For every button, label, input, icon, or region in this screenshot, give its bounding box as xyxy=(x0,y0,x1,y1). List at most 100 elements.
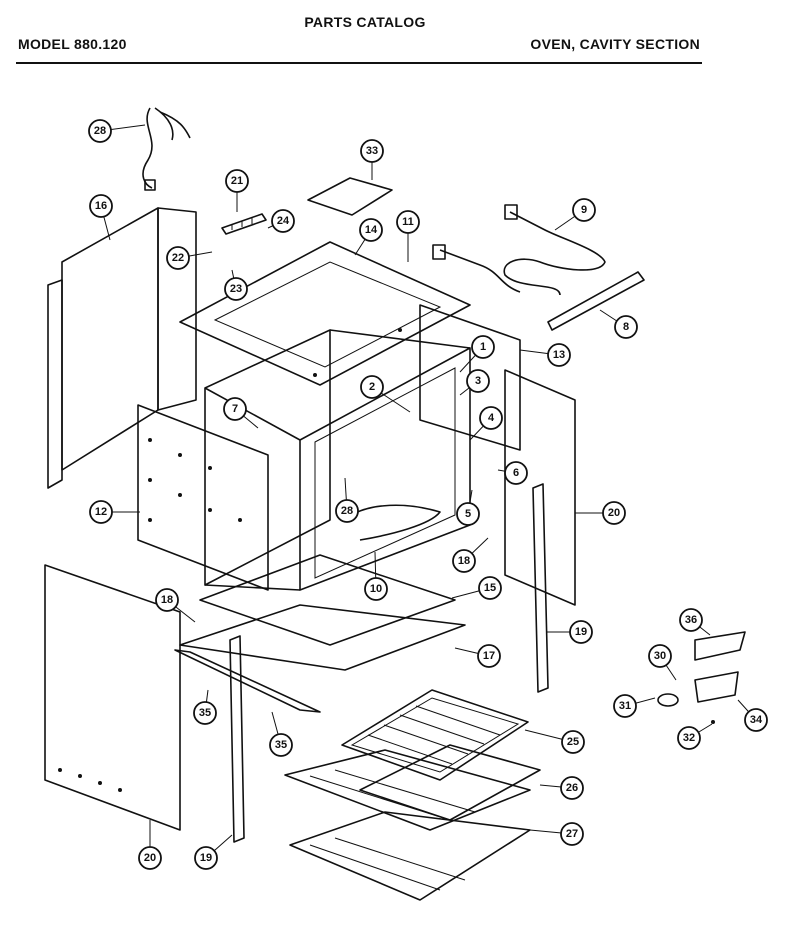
callout-label: 19 xyxy=(200,852,212,864)
callout-label: 16 xyxy=(95,200,107,212)
oven-bottom-panel xyxy=(199,554,456,646)
callout-c6: 6 xyxy=(504,461,528,485)
callout-circle xyxy=(560,822,584,846)
callout-circle xyxy=(155,588,179,612)
model-label: MODEL 880.120 xyxy=(18,36,127,52)
callout-label: 20 xyxy=(144,852,156,864)
section-label: OVEN, CAVITY SECTION xyxy=(530,36,700,52)
callout-circle xyxy=(560,776,584,800)
callout-label: 14 xyxy=(365,224,378,236)
callout-c34: 34 xyxy=(744,708,768,732)
bottom-support-panel xyxy=(179,604,466,671)
callout-c23: 23 xyxy=(224,277,248,301)
callout-label: 30 xyxy=(654,650,666,662)
callout-c18b: 18 xyxy=(155,588,179,612)
callout-circle xyxy=(396,210,420,234)
callout-label: 25 xyxy=(567,736,579,748)
callout-circle xyxy=(360,375,384,399)
callout-label: 13 xyxy=(553,349,565,361)
callout-circle xyxy=(89,500,113,524)
callout-circle xyxy=(561,730,585,754)
callout-circle xyxy=(138,846,162,870)
side-panel-lower xyxy=(44,564,181,831)
callout-circle xyxy=(744,708,768,732)
broiler-pan-grid xyxy=(341,689,529,781)
callout-label: 9 xyxy=(581,204,587,216)
header-divider xyxy=(16,62,702,64)
callout-c28a: 28 xyxy=(88,119,112,143)
callout-label: 18 xyxy=(161,594,173,606)
callout-circle xyxy=(547,343,571,367)
callout-c1: 1 xyxy=(471,335,495,359)
callout-label: 35 xyxy=(275,739,287,751)
callout-circle xyxy=(648,644,672,668)
callout-c2: 2 xyxy=(360,375,384,399)
callout-label: 12 xyxy=(95,506,107,518)
wiring-harness xyxy=(142,107,191,191)
callout-circle xyxy=(679,608,703,632)
callout-c25: 25 xyxy=(561,730,585,754)
callout-label: 1 xyxy=(480,341,486,353)
callout-label: 22 xyxy=(172,252,184,264)
callout-circle xyxy=(602,501,626,525)
callout-label: 27 xyxy=(566,828,578,840)
callout-label: 15 xyxy=(484,582,496,594)
callout-label: 5 xyxy=(465,508,471,520)
callout-c33: 33 xyxy=(360,139,384,163)
callout-c30: 30 xyxy=(648,644,672,668)
callout-c10: 10 xyxy=(364,577,388,601)
callout-c15: 15 xyxy=(478,576,502,600)
front-rail-left xyxy=(229,635,245,843)
callout-label: 18 xyxy=(458,555,470,567)
bake-element xyxy=(432,204,606,296)
callout-label: 26 xyxy=(566,782,578,794)
callout-c20b: 20 xyxy=(138,846,162,870)
callout-c7: 7 xyxy=(223,397,247,421)
callout-c22: 22 xyxy=(166,246,190,270)
callout-label: 24 xyxy=(277,215,290,227)
callout-label: 3 xyxy=(475,375,481,387)
callout-circle xyxy=(89,194,113,218)
callout-c19b: 19 xyxy=(194,846,218,870)
catalog-title: PARTS CATALOG xyxy=(304,14,426,30)
callout-circle xyxy=(478,576,502,600)
callout-label: 17 xyxy=(483,650,495,662)
callout-label: 11 xyxy=(402,216,414,228)
callout-c5: 5 xyxy=(456,502,480,526)
callout-label: 19 xyxy=(575,626,587,638)
callout-circle xyxy=(572,198,596,222)
callout-c35b: 35 xyxy=(269,733,293,757)
callout-label: 34 xyxy=(750,714,763,726)
callout-circle xyxy=(452,549,476,573)
callout-circle xyxy=(224,277,248,301)
callout-circle xyxy=(194,846,218,870)
callout-c27: 27 xyxy=(560,822,584,846)
callout-label: 20 xyxy=(608,507,620,519)
callout-c31: 31 xyxy=(613,694,637,718)
callout-c19a: 19 xyxy=(569,620,593,644)
terminal-block xyxy=(221,213,267,235)
callout-label: 2 xyxy=(369,381,375,393)
callout-circle xyxy=(364,577,388,601)
callout-c20a: 20 xyxy=(602,501,626,525)
callout-circle xyxy=(479,406,503,430)
bottom-trim xyxy=(174,649,321,713)
callout-circle xyxy=(359,218,383,242)
callout-c14: 14 xyxy=(359,218,383,242)
callout-label: 31 xyxy=(619,700,631,712)
callout-label: 7 xyxy=(232,403,238,415)
callout-circle xyxy=(504,461,528,485)
callout-c28b: 28 xyxy=(335,499,359,523)
callout-circle xyxy=(456,502,480,526)
oven-back-panel xyxy=(419,304,521,451)
oven-cavity xyxy=(204,329,471,591)
callout-label: 36 xyxy=(685,614,697,626)
callout-circle xyxy=(466,369,490,393)
callout-circle xyxy=(360,139,384,163)
callout-label: 4 xyxy=(488,412,495,424)
callout-circle xyxy=(471,335,495,359)
callout-c24: 24 xyxy=(271,209,295,233)
callout-c8: 8 xyxy=(614,315,638,339)
left-insulation xyxy=(47,207,197,489)
